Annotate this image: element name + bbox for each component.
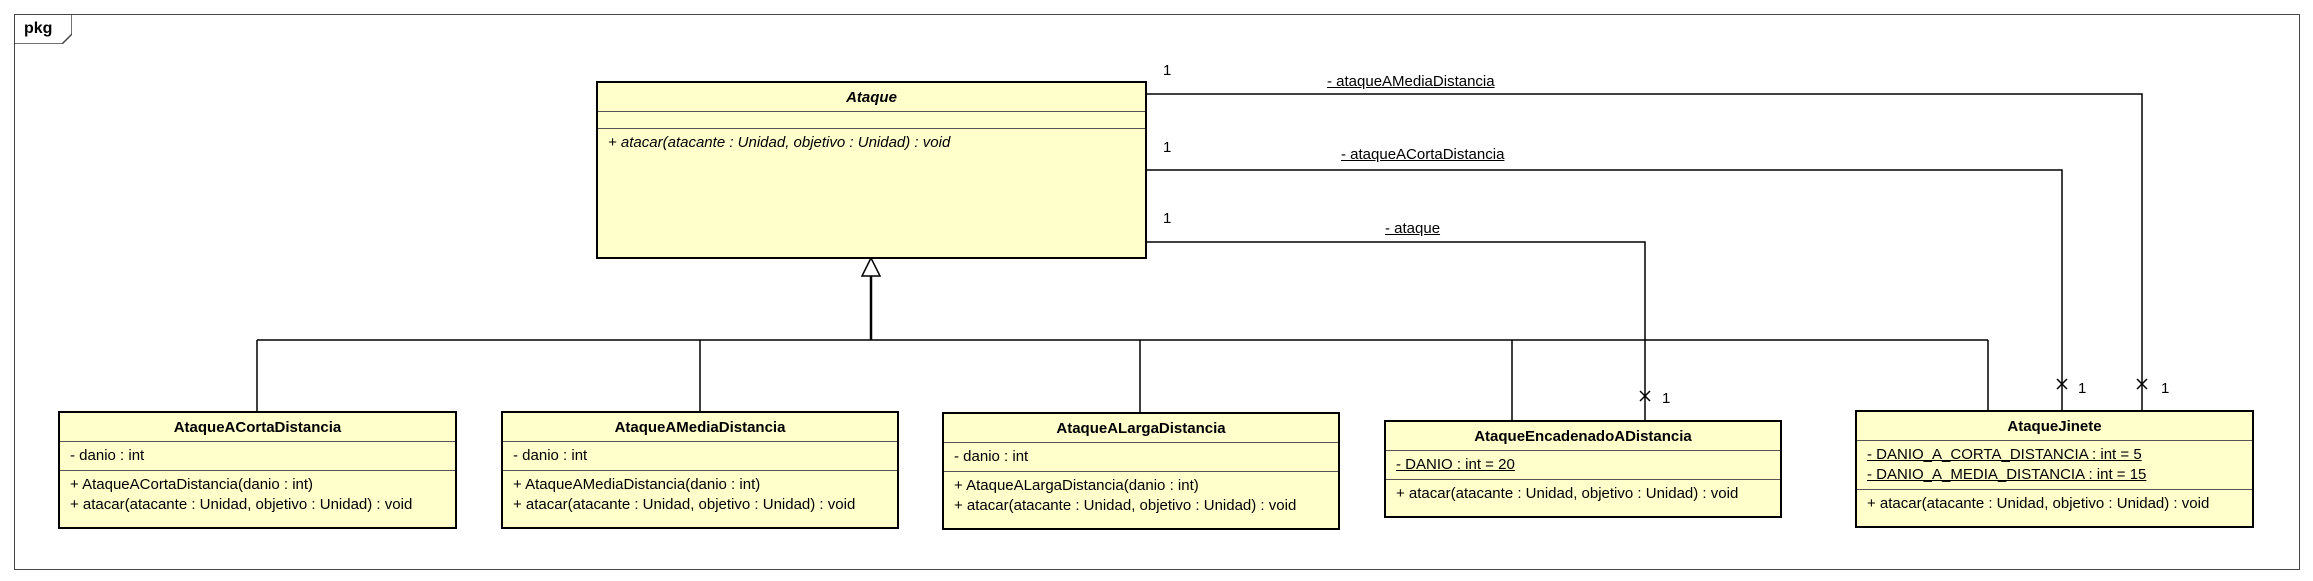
attribute: - danio : int xyxy=(954,448,1029,465)
attribute: - danio : int xyxy=(513,447,588,464)
class-name: Ataque xyxy=(598,83,1145,112)
class-ataque-a-media-distancia[interactable]: AtaqueAMediaDistancia - danio : int + At… xyxy=(501,411,899,529)
operation: + atacar(atacante : Unidad, objetivo : U… xyxy=(1396,485,1739,502)
attribute: - DANIO : int = 20 xyxy=(1396,456,1515,473)
operation: + atacar(atacante : Unidad, objetivo : U… xyxy=(513,496,856,513)
operation: + AtaqueAMediaDistancia(danio : int) xyxy=(513,476,761,493)
attribute: - DANIO_A_CORTA_DISTANCIA : int = 5 xyxy=(1867,446,2142,463)
attributes-section: - danio : int xyxy=(60,442,455,471)
class-ataque-a-larga-distancia[interactable]: AtaqueALargaDistancia - danio : int + At… xyxy=(942,412,1340,530)
attributes-section: - DANIO : int = 20 xyxy=(1386,451,1780,480)
package-frame xyxy=(14,14,2300,570)
generalization-edges xyxy=(256,276,1989,420)
generalization-arrowhead xyxy=(860,256,882,277)
operation: + atacar(atacante : Unidad, objetivo : U… xyxy=(608,134,951,151)
multiplicity-media-source: 1 xyxy=(2161,380,2170,397)
role-ataque-corta-distancia: - ataqueACortaDistancia xyxy=(1341,146,1505,163)
class-name: AtaqueEncadenadoADistancia xyxy=(1386,422,1780,451)
attributes-section: - DANIO_A_CORTA_DISTANCIA : int = 5 - DA… xyxy=(1857,441,2252,490)
class-name: AtaqueACortaDistancia xyxy=(60,413,455,442)
operations-section: + atacar(atacante : Unidad, objetivo : U… xyxy=(1857,490,2252,518)
role-ataque: - ataque xyxy=(1385,220,1441,237)
operations-section: + AtaqueALargaDistancia(danio : int) + a… xyxy=(944,472,1338,520)
role-ataque-media-distancia: - ataqueAMediaDistancia xyxy=(1327,73,1495,90)
operations-section: + AtaqueAMediaDistancia(danio : int) + a… xyxy=(503,471,897,519)
class-ataque[interactable]: Ataque + atacar(atacante : Unidad, objet… xyxy=(596,81,1147,259)
attribute: - DANIO_A_MEDIA_DISTANCIA : int = 15 xyxy=(1867,466,2147,483)
association-edges xyxy=(1147,94,2143,420)
attributes-section: - danio : int xyxy=(944,443,1338,472)
multiplicity-media-target: 1 xyxy=(1163,62,1172,79)
operations-section: + AtaqueACortaDistancia(danio : int) + a… xyxy=(60,471,455,519)
multiplicity-corta-source: 1 xyxy=(2078,380,2087,397)
operation: + atacar(atacante : Unidad, objetivo : U… xyxy=(954,497,1297,514)
operation: + atacar(atacante : Unidad, objetivo : U… xyxy=(70,496,413,513)
class-ataque-a-corta-distancia[interactable]: AtaqueACortaDistancia - danio : int + At… xyxy=(58,411,457,529)
ownership-cross-marks xyxy=(1639,378,2148,402)
operations-section: + atacar(atacante : Unidad, objetivo : U… xyxy=(598,129,1145,157)
attribute: - danio : int xyxy=(70,447,145,464)
multiplicity-ataque-target: 1 xyxy=(1163,210,1172,227)
operation: + atacar(atacante : Unidad, objetivo : U… xyxy=(1867,495,2210,512)
attributes-section: - danio : int xyxy=(503,442,897,471)
class-name: AtaqueJinete xyxy=(1857,412,2252,441)
operations-section: + atacar(atacante : Unidad, objetivo : U… xyxy=(1386,480,1780,508)
operation: + AtaqueALargaDistancia(danio : int) xyxy=(954,477,1199,494)
multiplicity-corta-target: 1 xyxy=(1163,139,1172,156)
class-name: AtaqueALargaDistancia xyxy=(944,414,1338,443)
class-name: AtaqueAMediaDistancia xyxy=(503,413,897,442)
class-ataque-encadenado-a-distancia[interactable]: AtaqueEncadenadoADistancia - DANIO : int… xyxy=(1384,420,1782,518)
package-tab xyxy=(14,14,72,44)
class-ataque-jinete[interactable]: AtaqueJinete - DANIO_A_CORTA_DISTANCIA :… xyxy=(1855,410,2254,528)
multiplicity-ataque-source: 1 xyxy=(1662,390,1671,407)
attributes-section xyxy=(598,112,1145,129)
package-label: pkg xyxy=(24,20,53,37)
operation: + AtaqueACortaDistancia(danio : int) xyxy=(70,476,314,493)
